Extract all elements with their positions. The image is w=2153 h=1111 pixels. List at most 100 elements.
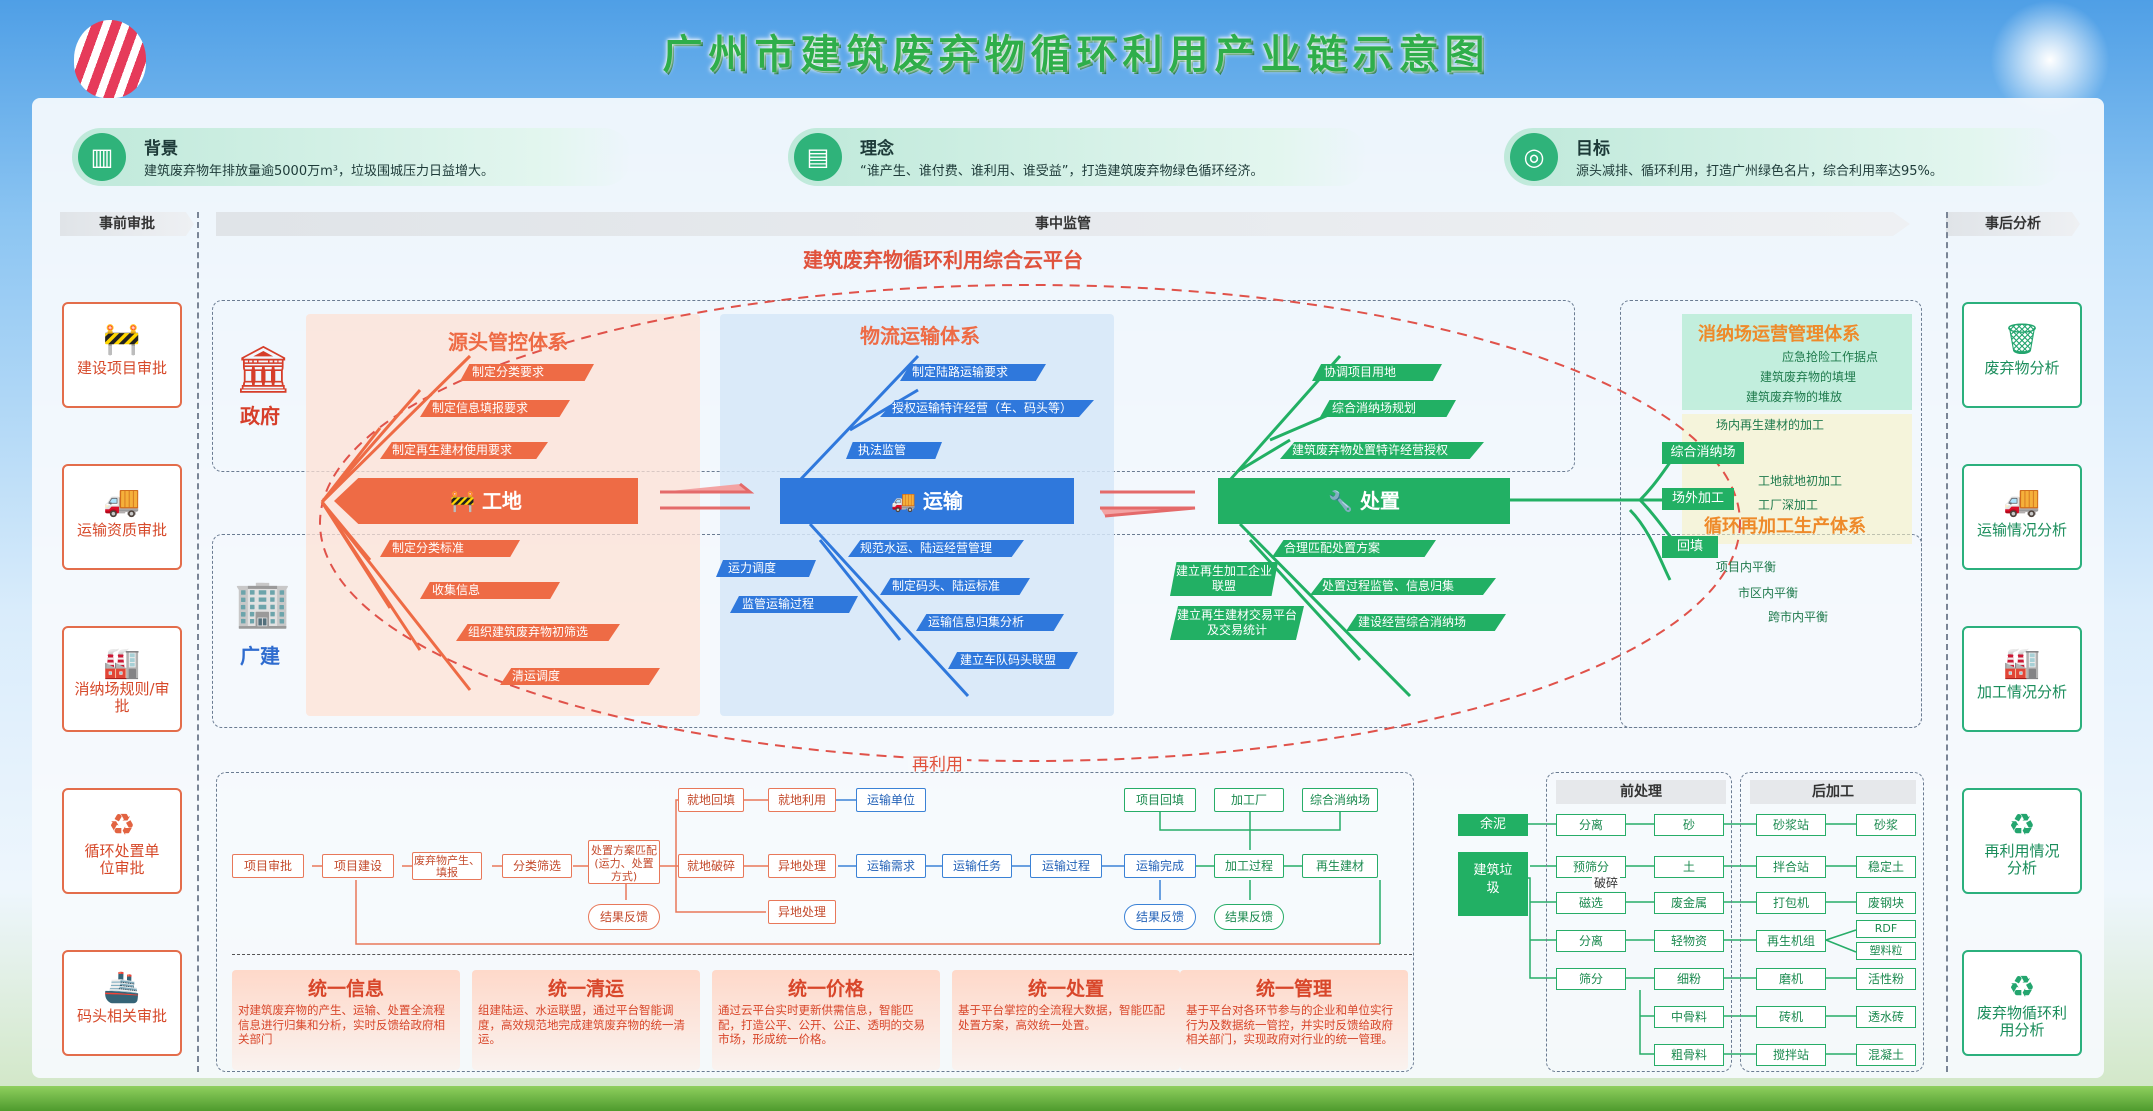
divider-left [197, 212, 199, 1072]
post-machine[interactable]: 打包机 [1756, 892, 1826, 914]
post-product[interactable]: 透水砖 [1856, 1006, 1916, 1028]
source-tag: 收集信息 [420, 582, 560, 599]
disposal-tag: 综合消纳场规划 [1320, 400, 1456, 417]
post-product[interactable]: 塑料粒 [1856, 942, 1916, 960]
right-item-label: 加工情况分析 [1976, 683, 2067, 701]
left-item-transport[interactable]: 🚚运输资质审批 [62, 464, 182, 570]
flow-step[interactable]: 项目审批 [232, 854, 304, 878]
info-text: 建筑废弃物年排放量逾5000万m³，垃圾围城压力日益增大。 [144, 164, 494, 179]
right-item-processing[interactable]: 🏭 加工情况分析 [1962, 626, 2082, 732]
post-product[interactable]: RDF [1856, 920, 1916, 938]
flow-option[interactable]: 就地利用 [768, 788, 836, 812]
flow-process[interactable]: 再生建材 [1302, 854, 1378, 878]
pre-output[interactable]: 中骨料 [1654, 1006, 1724, 1028]
flow-step[interactable]: 废弃物产生、填报 [412, 852, 482, 880]
info-heading: 目标 [1576, 139, 1610, 159]
flow-process[interactable]: 加工厂 [1214, 788, 1284, 812]
branch-backfill: 回填 [1662, 536, 1718, 558]
post-machine[interactable]: 拌合站 [1756, 856, 1826, 878]
right-item-label: 废弃物分析 [1984, 359, 2060, 377]
recycle-title: 循环再加工生产体系 [1704, 516, 1866, 537]
flow-process[interactable]: 项目回填 [1124, 788, 1196, 812]
pre-output[interactable]: 细粉 [1654, 968, 1724, 990]
post-machine[interactable]: 砖机 [1756, 1006, 1826, 1028]
flow-process[interactable]: 加工过程 [1214, 854, 1284, 878]
left-item-label: 码头相关审批 [76, 1007, 167, 1025]
crush-label: 破碎 [1592, 874, 1621, 891]
flow-transport[interactable]: 运输需求 [856, 854, 926, 878]
pre-output[interactable]: 轻物资 [1654, 930, 1724, 952]
recycle-bin-icon: ♻ [2008, 970, 2036, 1005]
right-item-waste[interactable]: 🗑废弃物分析 [1962, 302, 2082, 408]
flow-transport[interactable]: 运输完成 [1124, 854, 1196, 878]
left-item-project[interactable]: 🚧建设项目审批 [62, 302, 182, 408]
post-product[interactable]: 混凝土 [1856, 1044, 1916, 1066]
pre-step[interactable]: 筛分 [1556, 968, 1626, 990]
post-product[interactable]: 砂浆 [1856, 814, 1916, 836]
factory-icon: 🏭 [2003, 646, 2041, 681]
post-product[interactable]: 活性粉 [1856, 968, 1916, 990]
logistics-tag: 建立车队码头联盟 [948, 652, 1078, 669]
pre-output[interactable]: 粗骨料 [1654, 1044, 1724, 1066]
target-icon: ◎ [1510, 133, 1558, 181]
source-tag: 组织建筑废弃物初筛选 [456, 624, 620, 641]
flow-step[interactable]: 分类筛选 [502, 854, 572, 878]
flow-process[interactable]: 综合消纳场 [1302, 788, 1378, 812]
title-banner: 广州市建筑废弃物循环利用产业链示意图 [0, 0, 2153, 120]
site-icon: 🚧 [450, 489, 482, 513]
pre-step[interactable]: 分离 [1556, 930, 1626, 952]
flow-option[interactable]: 就地回填 [678, 788, 744, 812]
flow-lines-green [1159, 812, 1381, 944]
barrier-icon: 🚧 [103, 322, 141, 357]
truck-icon: 🚚 [891, 489, 923, 513]
post-process-title: 后加工 [1750, 780, 1916, 804]
flow-option[interactable]: 异地处理 [768, 854, 836, 878]
right-item-cycle[interactable]: ♻废弃物循环利用分析 [1962, 950, 2082, 1056]
right-item-label: 运输情况分析 [1976, 521, 2067, 539]
pre-step[interactable]: 分离 [1556, 814, 1626, 836]
info-goal: ◎ 目标 源头减排、循环利用，打造广州绿色名片，综合利用率达95%。 [1504, 128, 2064, 186]
balloon-icon [74, 20, 146, 98]
right-item-transport[interactable]: 🚚运输情况分析 [1962, 464, 2082, 570]
hub-site: 🚧 工地 [334, 478, 638, 524]
right-item-reuse[interactable]: ♻再利用情况分析 [1962, 788, 2082, 894]
backfill-item: 跨市内平衡 [1768, 610, 1829, 624]
unify-text: 组建陆运、水运联盟，通过平台智能调度，高效规范地完成建筑废弃物的统一清运。 [478, 1003, 685, 1046]
flow-step[interactable]: 处置方案匹配(运力、处置方式) [588, 840, 660, 884]
flow-step[interactable]: 项目建设 [322, 854, 394, 878]
left-item-landfill[interactable]: 🏭消纳场规则/审批 [62, 626, 182, 732]
flow-transport[interactable]: 运输单位 [856, 788, 926, 812]
hub-label: 处置 [1359, 489, 1400, 513]
left-item-dock[interactable]: 🚢码头相关审批 [62, 950, 182, 1056]
flow-divider [232, 954, 1412, 955]
landfill-bg [1682, 314, 1912, 410]
disposal-spine [1228, 355, 1682, 698]
building-icon: ▥ [78, 133, 126, 181]
disposal-tag: 合理匹配处置方案 [1272, 540, 1436, 557]
pre-output[interactable]: 土 [1654, 856, 1724, 878]
post-machine[interactable]: 砂浆站 [1756, 814, 1826, 836]
pre-output[interactable]: 砂 [1654, 814, 1724, 836]
flow-option[interactable]: 异地处理 [768, 900, 836, 924]
pre-step[interactable]: 磁选 [1556, 892, 1626, 914]
unify-text: 通过云平台实时更新供需信息，智能匹配，打造公平、公开、公正、透明的交易市场，形成… [718, 1003, 925, 1046]
post-product[interactable]: 废钢块 [1856, 892, 1916, 914]
flow-option[interactable]: 就地破碎 [678, 854, 744, 878]
grass-strip [0, 1086, 2153, 1111]
left-item-recycle[interactable]: ♻循环处置单位审批 [62, 788, 182, 894]
flow-transport[interactable]: 运输任务 [942, 854, 1012, 878]
source-tag: 清运调度 [500, 668, 660, 685]
post-product[interactable]: 稳定土 [1856, 856, 1916, 878]
logistics-tag: 监管运输过程 [730, 596, 858, 613]
pre-step[interactable]: 预筛分 [1556, 856, 1626, 878]
post-machine[interactable]: 磨机 [1756, 968, 1826, 990]
government-icon: 🏛 [234, 342, 293, 396]
landfill-item: 建筑废弃物的填埋 [1760, 370, 1857, 384]
post-machine[interactable]: 搅拌站 [1756, 1044, 1826, 1066]
unify-block: 统一价格 通过云平台实时更新供需信息，智能匹配，打造公平、公开、公正、透明的交易… [712, 970, 940, 1070]
pre-output[interactable]: 废金属 [1654, 892, 1724, 914]
page-title: 广州市建筑废弃物循环利用产业链示意图 [662, 31, 1491, 78]
source-title: 源头管控体系 [448, 330, 568, 354]
flow-transport[interactable]: 运输过程 [1030, 854, 1102, 878]
post-machine[interactable]: 再生机组 [1756, 930, 1826, 952]
